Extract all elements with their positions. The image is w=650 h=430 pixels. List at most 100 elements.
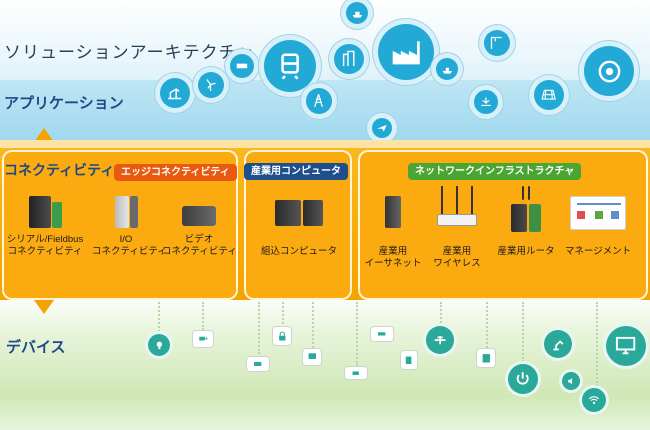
bubble-oil-pump	[160, 78, 190, 108]
product-management[interactable]: マネージメント	[562, 196, 634, 258]
ship-icon	[352, 11, 362, 18]
bubble-solar	[534, 80, 564, 110]
bubble-ship-top	[346, 2, 368, 24]
device-connector	[522, 302, 524, 362]
lock-icon	[278, 331, 286, 341]
device-wifi	[582, 388, 606, 412]
display-icon	[352, 371, 360, 375]
device-bus	[246, 356, 270, 372]
device-connector	[596, 302, 598, 386]
power-icon	[517, 372, 529, 385]
spacer	[254, 234, 344, 246]
product-wireless-line1: 産業用	[442, 246, 472, 257]
product-router[interactable]: 産業用ルータ	[494, 186, 558, 258]
power-tower-icon	[314, 94, 324, 108]
device-robot	[544, 330, 572, 358]
bus-icon	[254, 361, 262, 367]
application-layer-label: アプリケーション	[4, 95, 124, 112]
diagram-title: ソリューションアーキテクチャ	[4, 43, 255, 62]
bubble-crane	[484, 30, 510, 56]
product-video-line2: コネクティビティ	[162, 246, 237, 257]
bubble-fountain	[474, 90, 498, 114]
product-io[interactable]: I/O コネクティビティ	[92, 196, 167, 258]
down-arrow	[34, 300, 54, 314]
factory-icon	[392, 41, 420, 65]
product-management-line1: マネージメント	[564, 246, 632, 257]
industrial-computer-tag[interactable]: 産業用コンピュータ	[244, 163, 348, 180]
product-ethernet-line1: 産業用	[378, 246, 408, 257]
display-icon	[482, 353, 490, 363]
bubble-factory	[378, 24, 434, 80]
device-panel	[344, 366, 368, 380]
train-car-icon	[236, 63, 248, 69]
device-rack	[370, 326, 394, 342]
spacer	[424, 234, 490, 246]
bubble-train-car	[230, 54, 254, 78]
fountain-icon	[481, 97, 491, 107]
device-connector	[158, 302, 160, 332]
product-io-line2: コネクティビティ	[92, 246, 167, 257]
display-icon	[308, 353, 316, 360]
device-cabinet	[476, 348, 496, 368]
train-icon	[281, 53, 299, 80]
router-image	[506, 186, 546, 232]
device-connector	[282, 302, 284, 324]
product-ethernet[interactable]: 産業用 イーサネット	[362, 196, 424, 270]
wifi-icon	[588, 396, 600, 405]
device-connector	[202, 302, 204, 330]
crane-icon	[491, 37, 503, 50]
display-icon	[406, 356, 412, 364]
product-embedded-line1: 組込コンピュータ	[260, 246, 337, 257]
device-display	[302, 348, 322, 366]
product-video-line1: ビデオ	[184, 234, 214, 245]
plane-icon	[377, 125, 387, 132]
bubble-tower	[306, 88, 332, 114]
serial-device-image	[25, 196, 65, 230]
device-monitor	[606, 326, 646, 366]
product-embedded[interactable]: 組込コンピュータ	[254, 196, 344, 258]
device-power	[508, 364, 538, 394]
device-connector	[486, 302, 488, 348]
bubble-wind	[198, 72, 224, 98]
device-valve	[426, 326, 454, 354]
product-router-line1: 産業用ルータ	[497, 246, 555, 257]
product-serial-line2: コネクティビティ	[7, 246, 83, 257]
device-connector	[356, 302, 358, 366]
product-serial-line1: シリアル/Fieldbus	[6, 234, 84, 245]
up-arrow	[34, 128, 54, 142]
wireless-ap-image	[435, 186, 479, 230]
speaker-icon	[567, 377, 572, 385]
device-meter	[400, 350, 418, 370]
monitor-icon	[616, 337, 636, 355]
bubble-ship-right	[436, 58, 458, 80]
ship-icon	[442, 67, 452, 74]
product-ethernet-line2: イーサネット	[364, 258, 422, 269]
globe-gear-icon	[598, 60, 620, 82]
network-infrastructure-tag[interactable]: ネットワークインフラストラクチャ	[408, 163, 582, 180]
display-icon	[378, 332, 386, 336]
device-connector	[258, 302, 260, 354]
bubble-building	[334, 44, 364, 74]
management-screen-image	[570, 196, 626, 230]
bubble-globe	[584, 46, 634, 96]
spacer	[562, 234, 634, 246]
spacer	[362, 234, 424, 246]
solar-panel-icon	[541, 90, 557, 100]
ethernet-switch-image	[383, 196, 403, 230]
bubble-train	[264, 40, 316, 92]
wind-turbine-icon	[206, 79, 217, 92]
device-connector	[440, 302, 442, 326]
embedded-computer-image	[273, 196, 325, 230]
edge-connectivity-tag[interactable]: エッジコネクティビティ	[114, 164, 237, 181]
video-device-image	[179, 196, 219, 230]
connectivity-layer-label: コネクティビティ	[4, 162, 115, 178]
product-wireless[interactable]: 産業用 ワイヤレス	[424, 186, 490, 270]
product-serial[interactable]: シリアル/Fieldbus コネクティビティ	[2, 196, 88, 258]
bubble-plane	[372, 118, 392, 138]
oil-pump-icon	[168, 88, 182, 100]
camera-icon	[199, 337, 208, 341]
valve-icon	[434, 335, 446, 345]
product-video[interactable]: ビデオ コネクティビティ	[162, 196, 237, 258]
device-lock	[272, 326, 292, 346]
